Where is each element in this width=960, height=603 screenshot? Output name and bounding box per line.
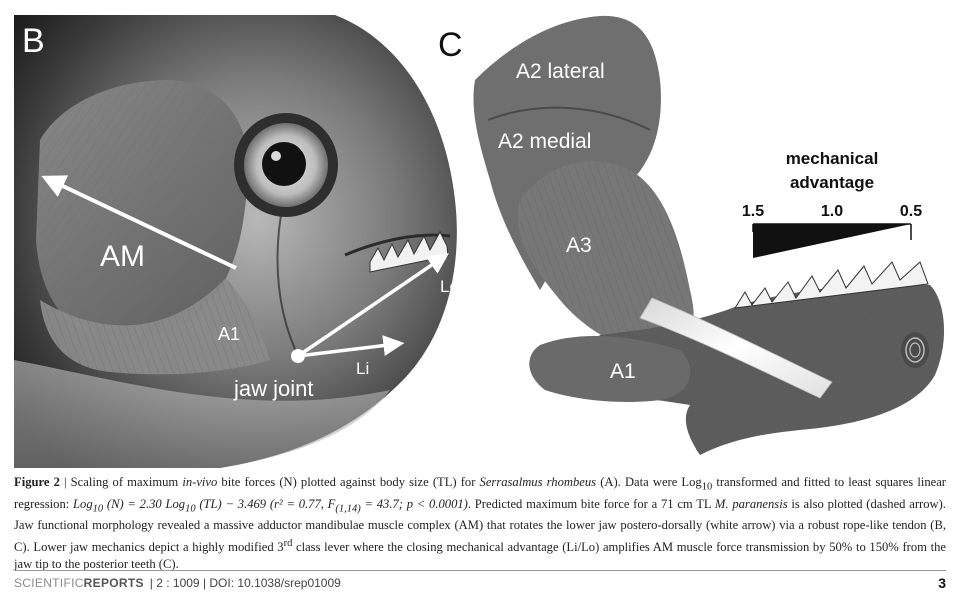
lo-arrow (297, 253, 449, 358)
caption-text: . Predicted maximum bite force for a 71 … (467, 496, 715, 511)
journal-name-part1: SCIENTIFIC (14, 576, 84, 590)
jaw-symphysis-spiral (901, 332, 929, 368)
caption-superscript: rd (283, 537, 293, 549)
panel-b-label: B (22, 22, 45, 60)
caption-text: is also plotted (dashed arrow). Jaw func… (14, 496, 946, 554)
equation-subscript: 10 (92, 503, 104, 515)
footer-divider (14, 570, 946, 571)
caption-text: Scaling of maximum (70, 475, 183, 489)
panel-c: C A2 lateral A2 medial A3 A1 mechanical … (438, 15, 945, 455)
li-label: Li (356, 359, 369, 378)
caption-text: transformed and fitted to least squares … (14, 475, 946, 511)
jaw-joint-dot (291, 349, 305, 363)
am-arrow (41, 175, 237, 270)
a1-muscle-c (529, 335, 691, 402)
citation-info: | 2 : 1009 | DOI: 10.1038/srep01009 (149, 576, 341, 590)
caption-italic: Serrasalmus rhombeus (479, 475, 597, 489)
page-footer: SCIENTIFIC REPORTS | 2 : 1009 | DOI: 10.… (14, 574, 946, 592)
lower-jaw-teeth (734, 261, 929, 309)
journal-name-part2: REPORTS (83, 576, 144, 590)
a2-medial-label: A2 medial (498, 130, 591, 153)
legend-title-line2: advantage (790, 173, 874, 192)
panel-c-label: C (438, 26, 463, 64)
caption-text: (A). Data were Log (596, 475, 702, 489)
caption-subscript: 10 (701, 481, 713, 493)
figure-caption: Figure 2 | Scaling of maximum in-vivo bi… (14, 474, 946, 573)
equation-subscript: (1,14) (335, 503, 361, 515)
equation-part: Log (73, 496, 93, 511)
caption-figure-label: Figure 2 (14, 475, 60, 489)
am-label: AM (100, 240, 145, 273)
jaw-joint-label: jaw joint (233, 376, 313, 401)
caption-text: class lever where the closing mechanical… (14, 539, 946, 572)
a2-lateral-label: A2 lateral (516, 60, 605, 83)
equation-part: (N) = 2.30 Log (103, 496, 186, 511)
lo-label: Lo (440, 277, 459, 296)
caption-text: bite forces (N) plotted against body siz… (217, 475, 480, 489)
page-number: 3 (938, 575, 946, 591)
equation-subscript: 10 (185, 503, 196, 515)
legend-title-line1: mechanical (786, 149, 879, 168)
caption-italic: M. paranensis (714, 496, 788, 511)
equation-part: (TL) − 3.469 (r² = 0.77, F (195, 496, 336, 511)
caption-separator: | (59, 475, 71, 489)
rope-like-tendon (639, 297, 833, 399)
legend-wedge (753, 224, 911, 258)
mechanical-advantage-legend: mechanical advantage 1.5 1.0 0.5 (742, 149, 922, 258)
a3-label: A3 (566, 234, 592, 257)
caption-equation: Log10 (N) = 2.30 Log10 (TL) − 3.469 (r² … (73, 496, 468, 515)
legend-tick-0-5: 0.5 (900, 203, 922, 220)
figure-2-panels: B AM A1 Lo Li jaw joint C A2 lateral (14, 15, 945, 468)
legend-tick-1-0: 1.0 (821, 203, 843, 220)
a1-label-c: A1 (610, 360, 636, 383)
panel-b: B AM A1 Lo Li jaw joint (14, 15, 459, 468)
legend-tick-1-5: 1.5 (742, 203, 764, 220)
a1-label-b: A1 (218, 324, 240, 344)
li-arrow (297, 335, 405, 358)
caption-italic: in-vivo (182, 475, 218, 489)
equation-part: = 43.7; p < 0.0001) (360, 496, 468, 511)
